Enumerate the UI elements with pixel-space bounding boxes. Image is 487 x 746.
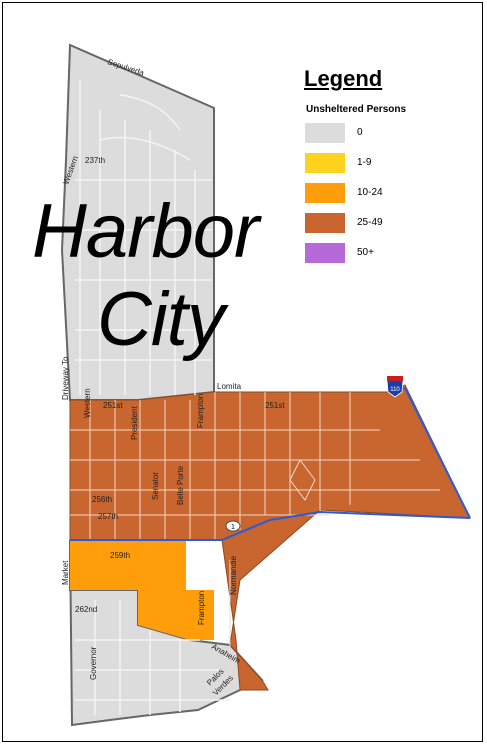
street-normandie: Normandie xyxy=(229,555,238,595)
street-grid-north xyxy=(75,80,212,395)
legend-item: 25-49 xyxy=(300,213,450,237)
street-belle-porte: Belle Porte xyxy=(176,465,185,505)
street-237th: 237th xyxy=(85,156,105,165)
street-governor: Governor xyxy=(89,646,98,680)
legend-item: 10-24 xyxy=(300,183,450,207)
street-senator: Senator xyxy=(151,472,160,500)
legend-subtitle: Unsheltered Persons xyxy=(306,104,407,115)
legend-label: 0 xyxy=(357,127,363,138)
highway-1 xyxy=(70,510,471,541)
legend-swatch xyxy=(305,243,345,263)
street-market: Market xyxy=(61,560,70,585)
street-grid-southwest xyxy=(75,600,230,715)
legend-swatch xyxy=(305,183,345,203)
street-262nd: 262nd xyxy=(75,605,97,614)
street-grid-south xyxy=(70,392,440,690)
legend-swatch xyxy=(305,123,345,143)
legend-item: 1-9 xyxy=(300,153,450,177)
street-driveway-to: Driveway To xyxy=(61,356,70,400)
region-25-49 xyxy=(69,384,471,691)
state-route-1-label: 1 xyxy=(231,524,235,531)
area-title-line1: Harbor xyxy=(32,189,259,274)
region-10-24 xyxy=(70,540,214,640)
legend-label: 50+ xyxy=(357,247,374,258)
state-route-1-shield: 1 xyxy=(225,520,241,532)
street-257th: 257th xyxy=(98,512,118,521)
interstate-110-shield: 110 xyxy=(386,376,404,398)
street-lomita: Lomita xyxy=(217,382,242,391)
street-256th: 256th xyxy=(92,495,112,504)
street-251st-east: 251st xyxy=(265,401,285,410)
legend-swatch xyxy=(305,153,345,173)
legend-label: 25-49 xyxy=(357,217,383,228)
legend-item: 50+ xyxy=(300,243,450,267)
street-259th: 259th xyxy=(110,551,130,560)
legend-label: 10-24 xyxy=(357,187,383,198)
street-frampton: Frampton xyxy=(197,591,206,625)
legend: Legend Unsheltered Persons 0 1-9 10-24 25-4… xyxy=(300,66,450,267)
street-western: Western xyxy=(83,388,92,418)
area-title-line2: City xyxy=(97,277,225,362)
legend-item: 0 xyxy=(300,123,450,147)
legend-items: 0 1-9 10-24 25-49 50+ xyxy=(300,123,450,267)
legend-label: 1-9 xyxy=(357,157,372,168)
street-frampton-north: Frampton xyxy=(196,394,205,428)
street-251st-west: 251st xyxy=(103,401,123,410)
legend-title: Legend xyxy=(304,66,383,91)
street-president: President xyxy=(130,405,139,440)
legend-swatch xyxy=(305,213,345,233)
interstate-110-label: 110 xyxy=(390,387,400,393)
